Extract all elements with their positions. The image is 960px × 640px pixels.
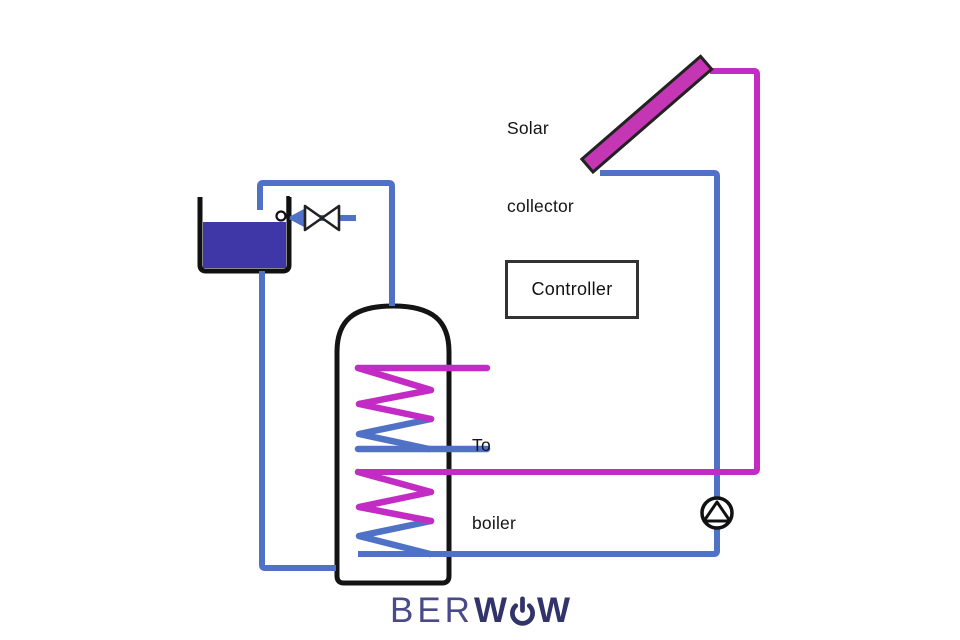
lower-coil-hot-section [354, 468, 435, 525]
flow-arrow-icon [287, 209, 304, 227]
power-icon [510, 596, 535, 626]
valve-icon [303, 204, 341, 232]
solar-collector-panel [579, 54, 714, 175]
logo-text-w2: W [536, 590, 571, 630]
controller-box: Controller [505, 260, 639, 319]
collector-panel-rect [579, 54, 714, 175]
collector-return-pipe [358, 170, 720, 557]
collector-flow-pipe [358, 68, 760, 475]
header-tank-water [203, 222, 286, 268]
to-boiler-label-line2: boiler [472, 513, 517, 533]
header-tank [197, 197, 292, 274]
pump-icon [700, 496, 734, 530]
cold-feed-pipe [257, 180, 395, 306]
to-boiler-label: To boiler [472, 380, 516, 588]
upper-coil-hot-section [354, 364, 435, 423]
controller-label: Controller [531, 279, 613, 299]
cold-supply-pipe [259, 271, 336, 571]
solar-collector-label-line1: Solar [507, 118, 549, 138]
brand-logo: BER W W [0, 588, 960, 632]
upper-coil-cold-section [355, 415, 435, 453]
lower-coil-cold-section [355, 517, 435, 558]
solar-collector-label: Solar collector [507, 63, 574, 271]
logo-text-w1: W [473, 590, 507, 630]
float-valve-icon [275, 196, 290, 222]
solar-collector-label-line2: collector [507, 196, 574, 216]
logo-text-ber: BER [389, 590, 474, 630]
to-boiler-label-line1: To [472, 435, 491, 455]
